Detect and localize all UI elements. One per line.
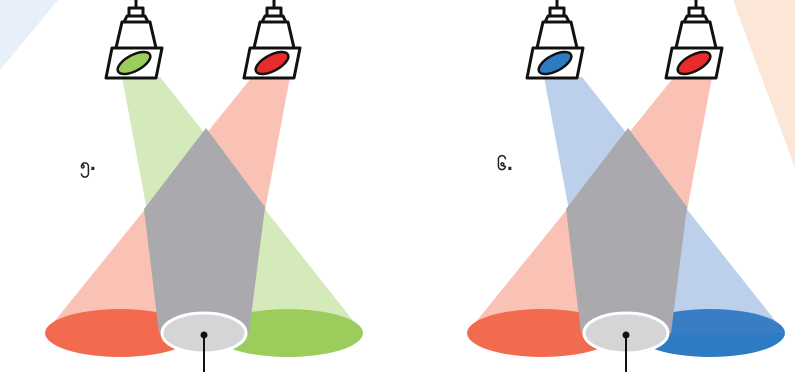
diagram-1-label: ၅. xyxy=(80,155,97,175)
diagram-1 xyxy=(45,0,363,372)
diagram-2-blue-lamp-icon xyxy=(525,0,585,80)
diagram-2-left-spot xyxy=(467,309,617,357)
diagram-1-red-lamp-icon xyxy=(242,0,302,80)
diagram-2-red-lamp-icon xyxy=(664,0,724,80)
diagram-2-overlap xyxy=(566,128,687,333)
background-blue-wedge xyxy=(0,0,58,70)
diagram-1-green-lamp-icon xyxy=(104,0,164,80)
diagram-2 xyxy=(467,0,785,372)
diagram-1-overlap xyxy=(144,128,265,333)
diagram-2-label: ၆. xyxy=(497,155,514,175)
diagram-1-left-spot xyxy=(45,309,195,357)
background-peach-wedge xyxy=(733,0,795,168)
